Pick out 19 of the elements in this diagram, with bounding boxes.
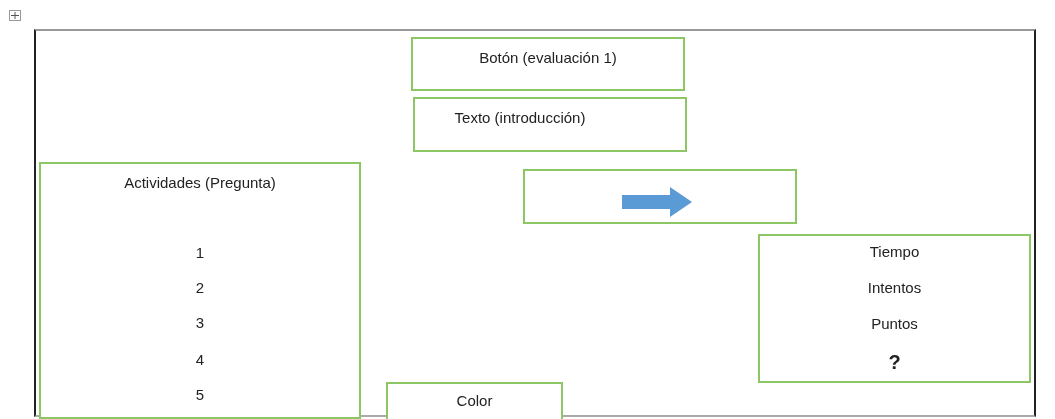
- box-text: 2: [194, 279, 206, 297]
- box-text: 1: [194, 244, 206, 262]
- content-box: [758, 234, 1031, 383]
- box-heading: Texto (introducción): [453, 109, 587, 127]
- box-heading: Tiempo: [868, 243, 921, 261]
- content-box: [386, 382, 563, 419]
- content-box: [411, 37, 685, 91]
- content-box: [413, 97, 687, 152]
- box-text: 3: [194, 314, 206, 332]
- box-heading: Botón (evaluación 1): [478, 49, 618, 67]
- box-heading: Actividades (Pregunta): [123, 174, 277, 192]
- box-text: Puntos: [870, 315, 919, 333]
- box-heading: Color: [455, 392, 494, 410]
- box-text: ?: [887, 351, 902, 373]
- empty-box: [523, 169, 797, 224]
- content-box: [39, 162, 361, 419]
- box-text: 4: [194, 351, 206, 369]
- box-text: 5: [194, 386, 206, 404]
- box-text: Intentos: [866, 279, 923, 297]
